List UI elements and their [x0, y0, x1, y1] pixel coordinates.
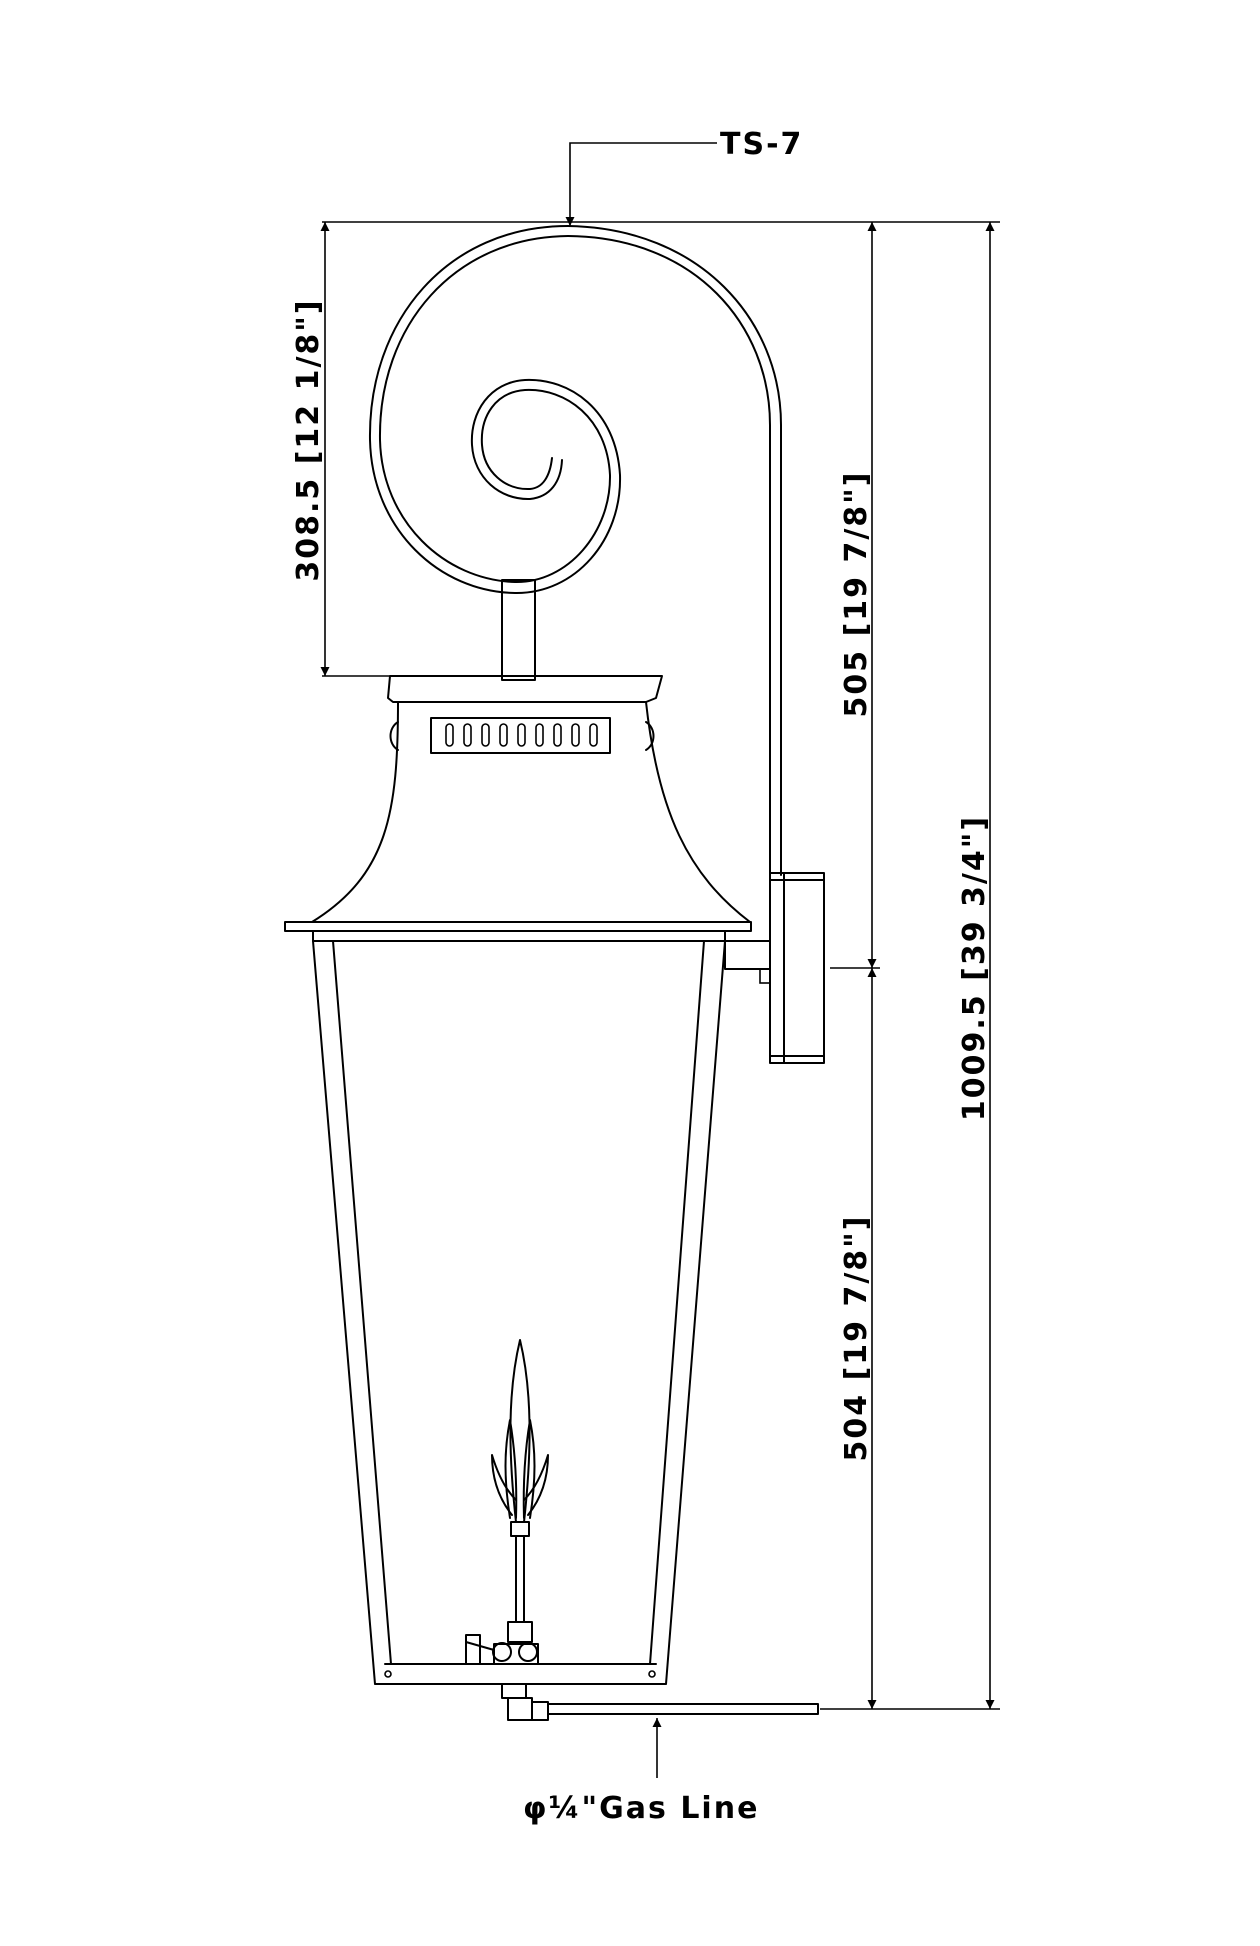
- dim-upper-height: 505 [19 7/8"]: [839, 470, 874, 717]
- gas-line-label: φ¼"Gas Line: [523, 1791, 759, 1826]
- ts7-label: TS-7: [720, 127, 803, 162]
- ts7-leader: TS-7: [565, 127, 803, 226]
- vent-slots: [445, 723, 598, 747]
- lantern-body: [284, 675, 752, 1685]
- scroll-arm: [368, 225, 782, 876]
- wall-bracket: [724, 872, 825, 1064]
- gas-line-callout: φ¼"Gas Line: [523, 1718, 759, 1826]
- dim-overall-height: 1009.5 [39 3/4"]: [957, 815, 992, 1121]
- dim-arm-height: 308.5 [12 1/8"]: [291, 298, 326, 581]
- burner-flame: [465, 1339, 819, 1721]
- dim-lower-height: 504 [19 7/8"]: [839, 1214, 874, 1461]
- dimension-lines: 308.5 [12 1/8"] 505 [19 7/8"] 504 [19 7/…: [291, 221, 1000, 1710]
